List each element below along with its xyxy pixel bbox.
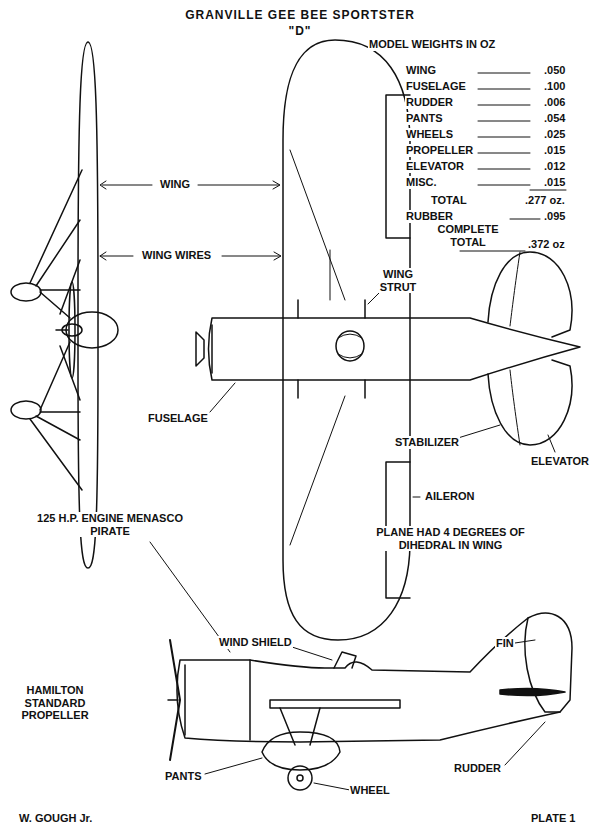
weight-table-cell: .095	[543, 210, 566, 223]
weight-table-cell: MISC.	[405, 176, 438, 189]
part-label: STABILIZER	[394, 436, 460, 449]
part-label: 125 H.P. ENGINE MENASCO PIRATE	[34, 512, 186, 537]
part-label: FIN	[495, 637, 515, 650]
part-label: RUDDER	[453, 762, 502, 775]
weight-table-cell: .012	[543, 160, 566, 173]
weight-table-cell: RUBBER	[405, 210, 454, 223]
part-label: PANTS	[164, 770, 202, 783]
part-label: WING WIRES	[141, 249, 212, 262]
title: GRANVILLE GEE BEE SPORTSTER "D"	[180, 8, 420, 39]
part-label: PLANE HAD 4 DEGREES OF DIHEDRAL IN WING	[362, 526, 539, 551]
weight-table-cell: .372 oz	[527, 238, 566, 251]
weight-table-cell: WING	[405, 64, 437, 77]
side-view	[168, 613, 572, 790]
weight-table-cell: .050	[543, 64, 566, 77]
weight-table-cell: PANTS	[405, 112, 443, 125]
weight-table-cell: .015	[543, 144, 566, 157]
part-label: W. GOUGH Jr.	[18, 812, 93, 825]
part-label: AILERON	[424, 490, 476, 503]
weight-table-cell: FUSELAGE	[405, 80, 467, 93]
weight-table-cell: MODEL WEIGHTS IN OZ	[368, 38, 496, 51]
part-label: WING STRUT	[372, 268, 424, 293]
weight-table-cell: .100	[543, 80, 566, 93]
weight-table-cell: .054	[543, 112, 566, 125]
weight-table-cell: .015	[543, 176, 566, 189]
weight-table-cell: TOTAL	[430, 194, 468, 207]
weight-table-cell: ELEVATOR	[405, 160, 465, 173]
front-view	[11, 42, 118, 568]
part-label: PLATE 1	[530, 812, 576, 825]
weight-table-cell: WHEELS	[405, 128, 454, 141]
top-view	[196, 40, 580, 640]
weight-table-cell: .025	[543, 128, 566, 141]
weight-table-cell: .006	[543, 96, 566, 109]
part-label: HAMILTON STANDARD PROPELLER	[14, 684, 96, 722]
weight-table-cell: .277 oz.	[524, 194, 566, 207]
part-label: ELEVATOR	[530, 455, 590, 468]
weight-table-cell: PROPELLER	[405, 144, 474, 157]
weight-table-cell: RUDDER	[405, 96, 454, 109]
part-label: WIND SHIELD	[218, 636, 293, 649]
part-label: WING	[159, 178, 191, 191]
part-label: WHEEL	[349, 784, 391, 797]
weight-table-cell: COMPLETE TOTAL	[432, 223, 504, 248]
leader-lines	[100, 181, 555, 790]
part-label: FUSELAGE	[147, 412, 209, 425]
